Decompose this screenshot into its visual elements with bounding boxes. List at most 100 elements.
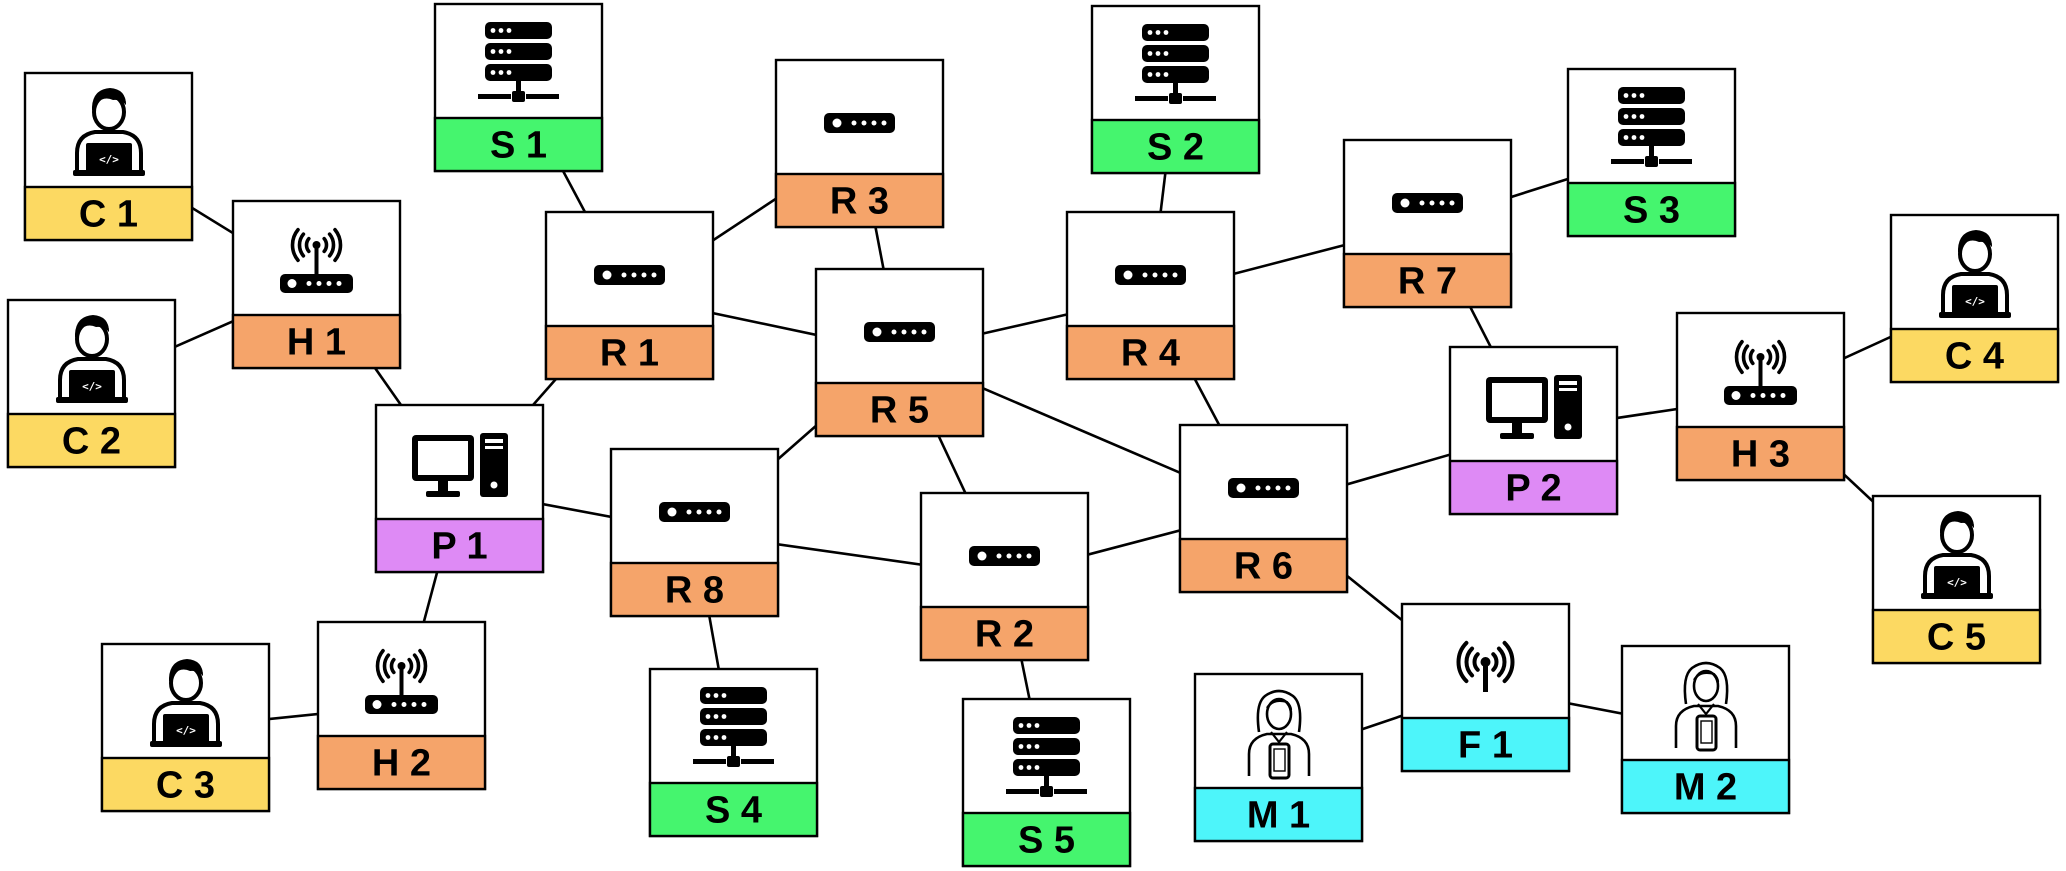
node-c4-label: C 4: [1945, 336, 2004, 378]
node-c1: </> C 1: [23, 71, 194, 242]
node-s1-label: S 1: [490, 125, 547, 167]
developer-laptop-icon: </>: [150, 659, 222, 747]
node-c1-label: C 1: [79, 194, 138, 236]
wireless-router-icon: [1724, 339, 1797, 405]
node-r8-label-band: [609, 561, 780, 618]
node-h2-label-band: [316, 734, 487, 791]
developer-laptop-icon: </>: [1921, 511, 1993, 599]
node-s2-label: S 2: [1147, 127, 1204, 169]
node-r5-label: R 5: [870, 390, 929, 432]
router-icon: [1115, 265, 1186, 285]
svg-text:</>: </>: [1947, 576, 1967, 589]
node-f1: F 1: [1400, 602, 1571, 773]
mobile-user-icon: [1674, 661, 1738, 752]
node-c2-label: C 2: [62, 421, 121, 463]
router-icon: [824, 113, 895, 133]
wireless-router-icon: [365, 648, 438, 714]
node-r3: R 3: [774, 58, 945, 229]
server-rack-icon: [1135, 24, 1216, 104]
node-h3-label: H 3: [1731, 434, 1790, 476]
node-s3: S 3: [1566, 67, 1737, 238]
node-r4: R 4: [1065, 210, 1236, 381]
node-h3: H 3: [1675, 311, 1846, 482]
node-r5-label-band: [814, 381, 985, 438]
desktop-computer-icon: [412, 433, 508, 497]
svg-text:</>: </>: [176, 724, 196, 737]
node-f1-label-band: [1400, 716, 1571, 773]
nodes-layer: </> C 1 </> C 2 </> C 3 </> C 4 </> C 5 H 1 H 2 H 3 P…: [6, 2, 2060, 868]
node-p1: P 1: [374, 403, 545, 574]
node-h2: H 2: [316, 620, 487, 791]
node-c1-label-band: [23, 185, 194, 242]
node-h1: H 1: [231, 199, 402, 370]
node-h1-label-band: [231, 313, 402, 370]
node-r8: R 8: [609, 447, 780, 618]
node-s2-label-band: [1090, 118, 1261, 175]
node-s5-label: S 5: [1018, 820, 1075, 862]
node-r7: R 7: [1342, 138, 1513, 309]
node-r3-label-band: [774, 172, 945, 229]
node-p1-label: P 1: [431, 526, 487, 568]
node-c4: </> C 4: [1889, 213, 2060, 384]
node-s4: S 4: [648, 667, 819, 838]
node-s3-label: S 3: [1623, 190, 1680, 232]
node-r4-label: R 4: [1121, 333, 1180, 375]
node-m1: M 1: [1193, 672, 1364, 843]
developer-laptop-icon: </>: [1939, 230, 2011, 318]
node-r8-label: R 8: [665, 570, 724, 612]
router-icon: [1228, 478, 1299, 498]
node-c5-label-band: [1871, 608, 2042, 665]
svg-text:</>: </>: [82, 380, 102, 393]
wireless-router-icon: [280, 227, 353, 293]
node-s5: S 5: [961, 697, 1132, 868]
node-m2-label-band: [1620, 758, 1791, 815]
node-s5-label-band: [961, 811, 1132, 868]
server-rack-icon: [693, 687, 774, 767]
node-p2-label-band: [1448, 459, 1619, 516]
node-c5-label: C 5: [1927, 617, 1986, 659]
developer-laptop-icon: </>: [56, 315, 128, 403]
node-s4-label: S 4: [705, 790, 762, 832]
node-s1-label-band: [433, 116, 604, 173]
node-r1-label: R 1: [600, 333, 659, 375]
node-r6: R 6: [1178, 423, 1349, 594]
server-rack-icon: [1006, 717, 1087, 797]
node-r2: R 2: [919, 491, 1090, 662]
node-r5: R 5: [814, 267, 985, 438]
node-r1-label-band: [544, 324, 715, 381]
node-m2-label: M 2: [1674, 767, 1737, 809]
node-c3: </> C 3: [100, 642, 271, 813]
node-c3-label-band: [100, 756, 271, 813]
node-p1-label-band: [374, 517, 545, 574]
node-r7-label: R 7: [1398, 261, 1457, 303]
node-h1-label: H 1: [287, 322, 346, 364]
router-icon: [864, 322, 935, 342]
node-f1-label: F 1: [1458, 725, 1513, 767]
wifi-antenna-icon: [1456, 640, 1515, 692]
svg-text:</>: </>: [1965, 295, 1985, 308]
node-m2: M 2: [1620, 644, 1791, 815]
desktop-computer-icon: [1486, 375, 1582, 439]
svg-text:</>: </>: [99, 153, 119, 166]
server-rack-icon: [1611, 87, 1692, 167]
node-p2-label: P 2: [1505, 468, 1561, 510]
node-c3-label: C 3: [156, 765, 215, 807]
node-m1-label-band: [1193, 786, 1364, 843]
mobile-user-icon: [1247, 689, 1311, 780]
node-c2: </> C 2: [6, 298, 177, 469]
developer-laptop-icon: </>: [73, 88, 145, 176]
node-s3-label-band: [1566, 181, 1737, 238]
node-s2: S 2: [1090, 4, 1261, 175]
router-icon: [659, 502, 730, 522]
node-r2-label: R 2: [975, 614, 1034, 656]
node-r3-label: R 3: [830, 181, 889, 223]
node-c2-label-band: [6, 412, 177, 469]
node-h3-label-band: [1675, 425, 1846, 482]
router-icon: [1392, 193, 1463, 213]
node-r6-label-band: [1178, 537, 1349, 594]
node-r4-label-band: [1065, 324, 1236, 381]
node-r7-label-band: [1342, 252, 1513, 309]
server-rack-icon: [478, 22, 559, 102]
node-h2-label: H 2: [372, 743, 431, 785]
